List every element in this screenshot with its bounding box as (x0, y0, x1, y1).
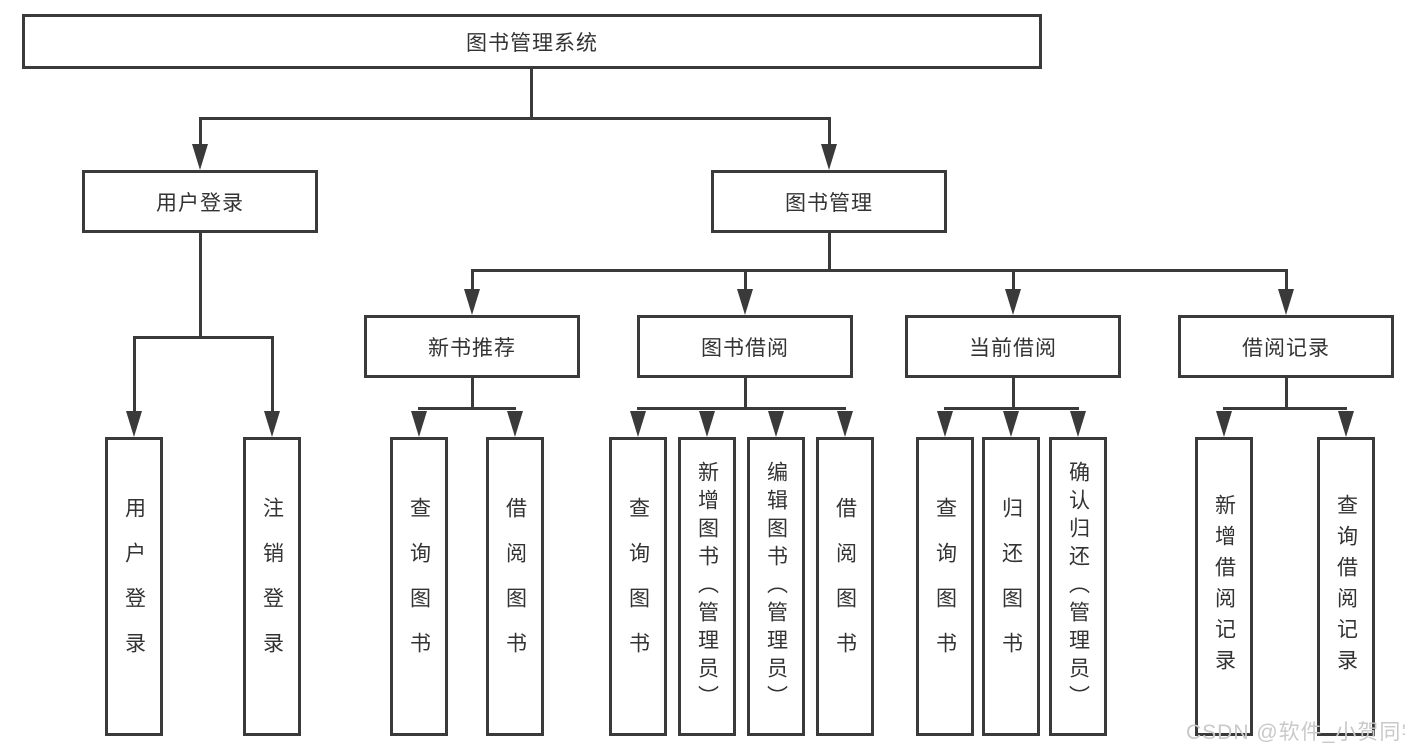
leaf-label: 查询图书 (407, 496, 431, 677)
node-book-borrow: 图书借阅 (637, 315, 853, 378)
connector-login-bar (133, 336, 273, 339)
leaf-confirm-return-admin: 确认归还（管理员） (1049, 437, 1107, 736)
leaf-label: 新增图书（管理员） (695, 460, 719, 713)
arrowhead-to-book-borrow (737, 289, 753, 315)
leaf-user-login: 用户登录 (105, 437, 163, 736)
leaf-label: 新增借阅记录 (1212, 493, 1236, 680)
arrowhead-to-leaf (507, 411, 523, 437)
arrowhead-to-leaf (630, 411, 646, 437)
leaf-borrow-book: 借阅图书 (486, 437, 544, 736)
leaf-label: 确认归还（管理员） (1066, 460, 1090, 713)
leaf-edit-book-admin: 编辑图书（管理员） (747, 437, 805, 736)
arrowhead-to-leaf (768, 411, 784, 437)
arrowhead-to-leaf (264, 411, 280, 437)
leaf-query-book: 查询图书 (916, 437, 974, 736)
arrowhead-to-leaf (1216, 411, 1232, 437)
connector-borrow-stem (744, 378, 747, 407)
connector-record-bar (1223, 407, 1347, 410)
node-label: 当前借阅 (969, 336, 1057, 360)
connector-drop-login (199, 117, 202, 147)
connector-mgmt-stem (828, 233, 831, 269)
connector-drop (744, 269, 747, 293)
leaf-return-book: 归还图书 (982, 437, 1040, 736)
arrowhead-to-borrow-record (1278, 289, 1294, 315)
arrowhead-to-leaf (126, 411, 142, 437)
leaf-label: 查询借阅记录 (1334, 493, 1358, 680)
connector-mgmt-bar (471, 269, 1287, 272)
node-system-root: 图书管理系统 (22, 14, 1042, 69)
connector-root-bar (199, 117, 831, 120)
node-user-login: 用户登录 (82, 170, 318, 233)
leaf-add-borrow-record: 新增借阅记录 (1195, 437, 1253, 736)
connector-current-bar (944, 407, 1079, 410)
connector-current-stem (1012, 378, 1015, 407)
leaf-label: 编辑图书（管理员） (764, 460, 788, 713)
connector-drop (1285, 269, 1288, 293)
leaf-label: 注销登录 (260, 496, 284, 677)
connector-drop (271, 336, 274, 414)
leaf-label: 用户登录 (122, 496, 146, 677)
arrowhead-to-leaf (837, 411, 853, 437)
arrowhead-to-leaf (699, 411, 715, 437)
node-label: 图书管理系统 (466, 31, 598, 55)
node-new-book-recommend: 新书推荐 (364, 315, 580, 378)
connector-drop-mgmt (828, 117, 831, 147)
arrowhead-to-leaf (937, 411, 953, 437)
leaf-query-book: 查询图书 (609, 437, 667, 736)
leaf-label: 查询图书 (626, 496, 650, 677)
connector-drop (1012, 269, 1015, 293)
arrowhead-to-current-borrow (1005, 289, 1021, 315)
arrowhead-to-book-management (821, 144, 837, 170)
node-label: 借阅记录 (1242, 336, 1330, 360)
node-label: 用户登录 (156, 191, 244, 215)
connector-newbook-bar (418, 407, 516, 410)
node-borrow-record: 借阅记录 (1178, 315, 1394, 378)
arrowhead-to-leaf (411, 411, 427, 437)
connector-login-stem (199, 233, 202, 336)
node-book-management: 图书管理 (711, 170, 947, 233)
arrowhead-to-user-login (192, 144, 208, 170)
leaf-query-borrow-record: 查询借阅记录 (1317, 437, 1375, 736)
leaf-label: 归还图书 (999, 496, 1023, 677)
arrowhead-to-new-book (464, 289, 480, 315)
leaf-query-book: 查询图书 (390, 437, 448, 736)
csdn-watermark: CSDN @软件_小贺同学 (1186, 721, 1405, 744)
connector-borrow-bar (637, 407, 846, 410)
connector-drop (133, 336, 136, 414)
leaf-borrow-book: 借阅图书 (816, 437, 874, 736)
arrowhead-to-leaf (1003, 411, 1019, 437)
node-label: 新书推荐 (428, 336, 516, 360)
leaf-label: 借阅图书 (833, 496, 857, 677)
node-label: 图书借阅 (701, 336, 789, 360)
connector-drop (471, 269, 474, 293)
connector-newbook-stem (471, 378, 474, 407)
connector-root-stem (530, 69, 533, 117)
node-label: 图书管理 (785, 191, 873, 215)
leaf-label: 借阅图书 (503, 496, 527, 677)
leaf-logout: 注销登录 (243, 437, 301, 736)
leaf-label: 查询图书 (933, 496, 957, 677)
arrowhead-to-leaf (1070, 411, 1086, 437)
connector-record-stem (1285, 378, 1288, 407)
leaf-add-book-admin: 新增图书（管理员） (678, 437, 736, 736)
arrowhead-to-leaf (1338, 411, 1354, 437)
node-current-borrow: 当前借阅 (905, 315, 1121, 378)
